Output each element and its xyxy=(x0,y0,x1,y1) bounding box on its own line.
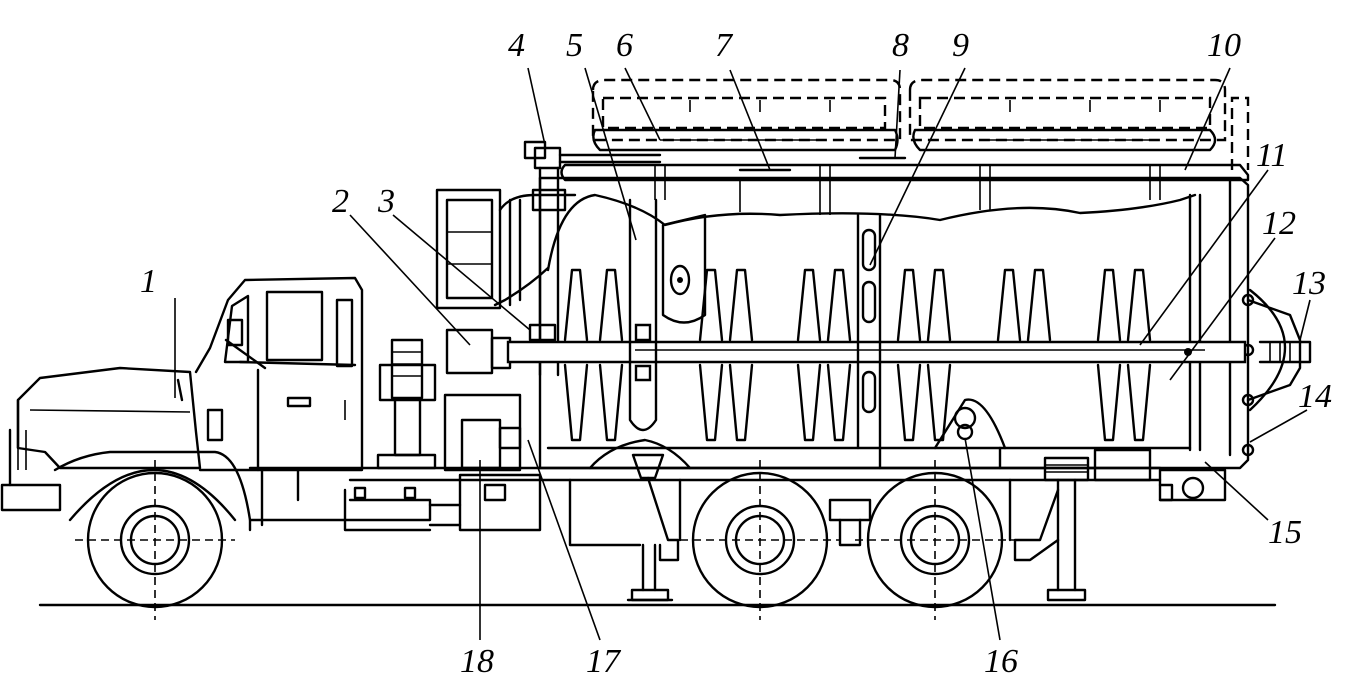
leader-lines xyxy=(174,67,1311,641)
callout-11: 11 xyxy=(1256,137,1287,174)
callout-14: 14 xyxy=(1298,378,1332,415)
drum-body xyxy=(493,163,1312,470)
rear-wheel-1 xyxy=(680,460,840,620)
callout-4: 4 xyxy=(508,27,525,64)
folded-covers xyxy=(591,78,1250,170)
partition-wall xyxy=(856,213,882,450)
front-wheel xyxy=(75,460,235,620)
callout-7: 7 xyxy=(715,27,734,64)
drum-paddles xyxy=(563,268,1152,442)
callout-16: 16 xyxy=(984,643,1018,680)
callout-2: 2 xyxy=(332,183,349,220)
callout-5: 5 xyxy=(566,27,583,64)
discharge-valve xyxy=(568,438,692,562)
callout-10: 10 xyxy=(1207,27,1241,64)
nozzle-probe xyxy=(628,198,658,432)
callout-18: 18 xyxy=(460,643,494,680)
callout-6: 6 xyxy=(616,27,633,64)
callout-8: 8 xyxy=(892,27,909,64)
platform-railing xyxy=(435,188,577,310)
pump-unit xyxy=(376,328,522,472)
callout-13: 13 xyxy=(1292,265,1326,302)
front-outrigger xyxy=(626,543,674,602)
callout-15: 15 xyxy=(1268,514,1302,551)
callout-9: 9 xyxy=(952,27,969,64)
rear-fender xyxy=(678,478,1012,542)
callout-3: 3 xyxy=(377,183,395,220)
inspection-hatch xyxy=(661,213,707,324)
central-shaft xyxy=(506,340,1247,364)
callout-12: 12 xyxy=(1262,205,1296,242)
rear-outrigger xyxy=(1013,456,1090,602)
rear-wheel-2 xyxy=(855,460,1015,620)
callout-17: 17 xyxy=(586,643,622,680)
callout-1: 1 xyxy=(140,263,157,300)
truck-cab xyxy=(0,276,364,532)
